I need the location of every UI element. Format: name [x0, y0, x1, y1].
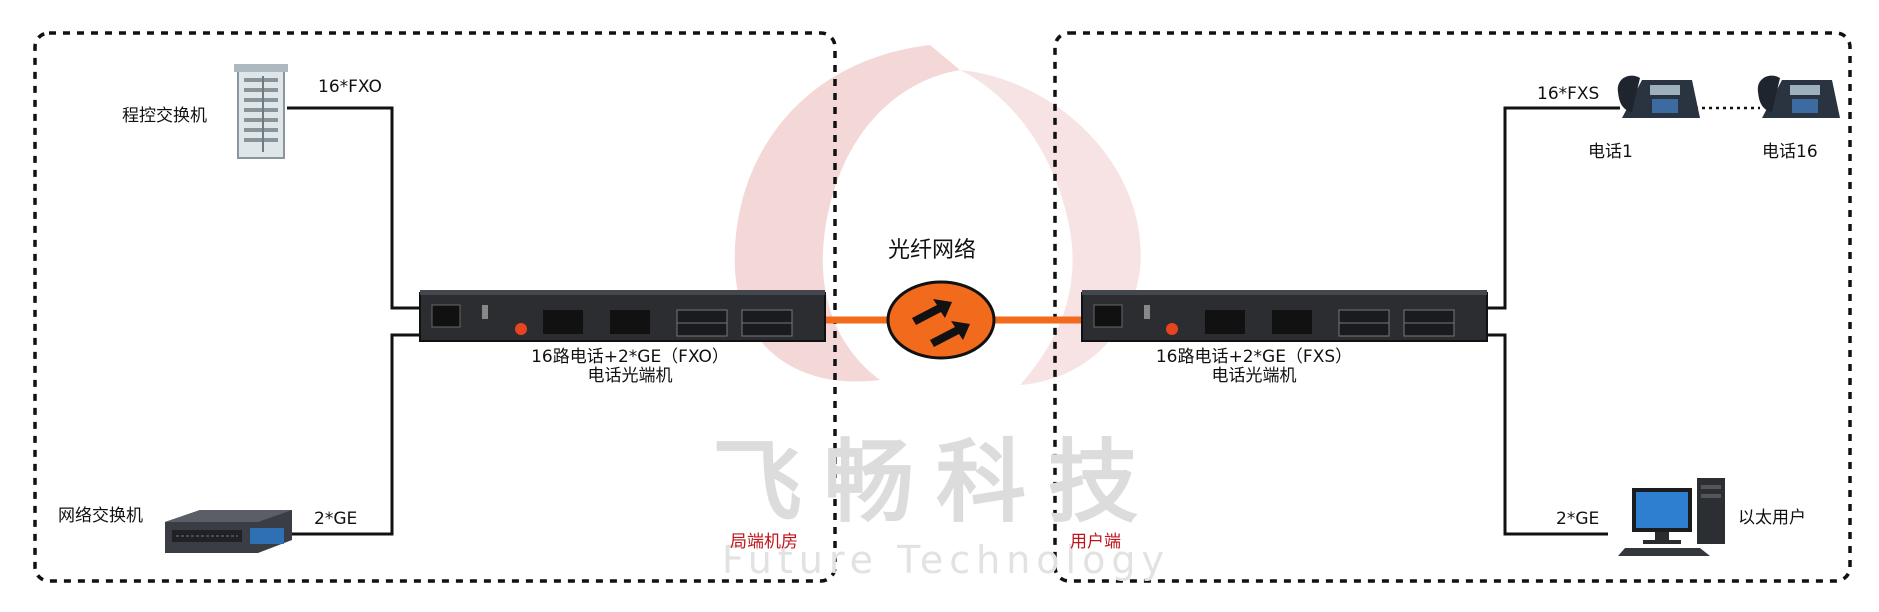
- phone-16-label: 电话16: [1762, 142, 1818, 162]
- site-box-right: [1053, 31, 1852, 583]
- link-switch-fxo: [292, 333, 420, 536]
- pbx-icon: [234, 64, 288, 159]
- fiber-network-icon: [886, 280, 996, 360]
- site-label-left: 局端机房: [730, 532, 798, 552]
- watermark-brand-en: Future Technology: [722, 538, 1170, 582]
- link-pbx-fxo: [287, 106, 420, 310]
- site-box-left: [33, 31, 837, 583]
- switch-label: 网络交换机: [58, 506, 143, 526]
- site-label-right: 用户端: [1070, 532, 1121, 552]
- network-switch-icon: [165, 510, 292, 553]
- fxs-terminal-label-line2: 电话光端机: [1211, 366, 1297, 386]
- phone-16-icon: [1757, 75, 1840, 118]
- link-fxs-phones: [1487, 106, 1620, 310]
- fxo-terminal-device: [419, 290, 826, 342]
- pbx-label: 程控交换机: [122, 106, 207, 126]
- fxs-terminal-device: [1081, 290, 1488, 342]
- link-fxs-user: [1487, 333, 1608, 536]
- switch-port-label: 2*GE: [314, 509, 358, 529]
- ethernet-user-port-label: 2*GE: [1556, 509, 1600, 529]
- phones-port-label: 16*FXS: [1537, 84, 1600, 104]
- computer-icon: [1618, 478, 1725, 556]
- fxs-terminal-label-line1: 16路电话+2*GE（FXS）: [1155, 347, 1353, 367]
- phone-1-icon: [1617, 75, 1700, 118]
- fxo-terminal-label-line1: 16路电话+2*GE（FXO）: [531, 347, 729, 367]
- watermark-brand-cn: 飞畅科技: [712, 430, 1160, 535]
- pbx-port-label: 16*FXO: [318, 77, 382, 97]
- fiber-network-label: 光纤网络: [888, 238, 977, 263]
- ethernet-user-label: 以太用户: [1738, 508, 1806, 528]
- fxo-terminal-label-line2: 电话光端机: [587, 366, 673, 386]
- phone-1-label: 电话1: [1588, 142, 1633, 162]
